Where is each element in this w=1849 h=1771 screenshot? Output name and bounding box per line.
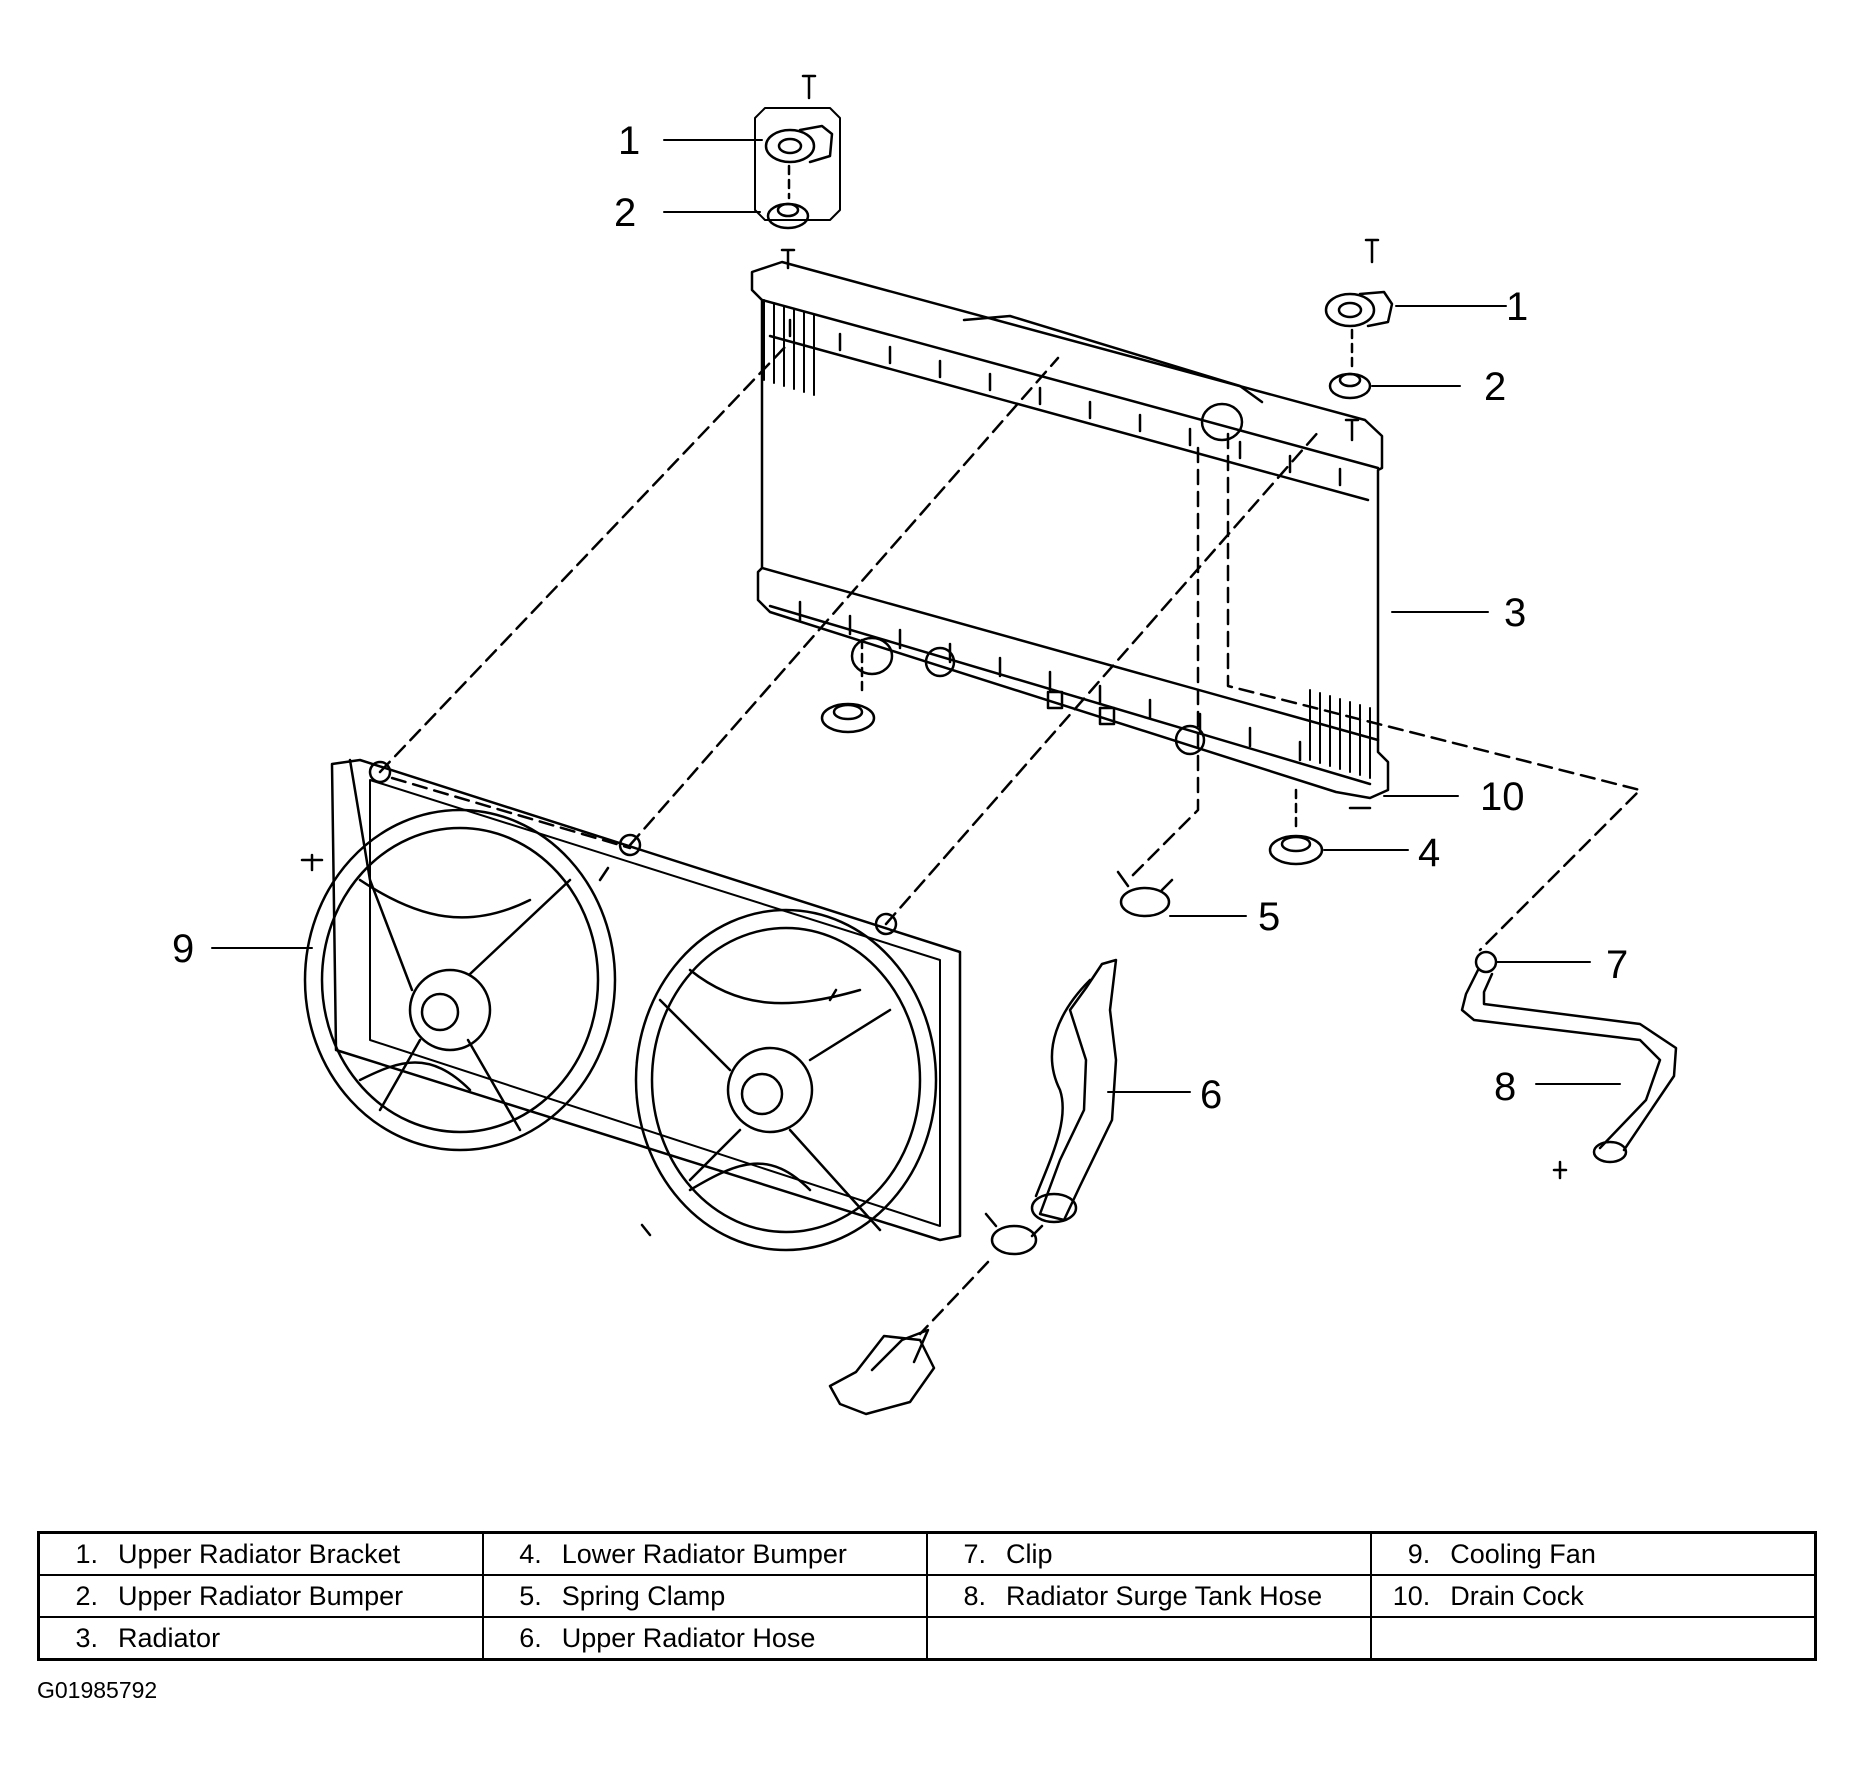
legend-cell-empty <box>925 1616 1373 1661</box>
legend-cell: 10. Drain Cock <box>1370 1574 1817 1618</box>
figure-id: G01985792 <box>37 1677 158 1703</box>
legend-label: Upper Radiator Hose <box>561 1622 816 1653</box>
legend-cell-empty <box>1370 1616 1817 1661</box>
radiator <box>750 260 1390 810</box>
parts-legend-table: 1. Upper Radiator Bracket 4. Lower Radiato… <box>37 1531 1817 1661</box>
legend-number: 5. <box>519 1580 542 1611</box>
legend-label: Clip <box>1006 1538 1053 1569</box>
callout-9: 9 <box>172 927 194 971</box>
callout-1-right: 1 <box>1506 285 1528 329</box>
legend-cell: 5. Spring Clamp <box>481 1574 929 1618</box>
callout-2-right: 2 <box>1484 365 1506 409</box>
legend-number: 3. <box>75 1622 98 1653</box>
callout-10: 10 <box>1480 775 1525 819</box>
upper-bracket-right <box>1324 238 1394 442</box>
callout-5: 5 <box>1258 895 1280 939</box>
legend-number: 7. <box>963 1538 986 1569</box>
radiator-exploded-diagram: 1 2 1 2 3 10 4 5 6 7 8 9 <box>172 74 1678 1416</box>
leader-lines <box>211 139 1621 1093</box>
legend-cell: 9. Cooling Fan <box>1370 1531 1817 1576</box>
legend-label: Upper Radiator Bracket <box>118 1538 401 1569</box>
legend-cell: 4. Lower Radiator Bumper <box>481 1531 929 1576</box>
legend-number: 2. <box>75 1580 98 1611</box>
legend-row: 2. Upper Radiator Bumper 5. Spring Clamp 8… <box>37 1574 1817 1618</box>
legend-label: Drain Cock <box>1450 1580 1584 1611</box>
callout-4: 4 <box>1418 831 1440 875</box>
legend-row: 3. Radiator 6. Upper Radiator Hose <box>37 1616 1817 1661</box>
legend-label: Upper Radiator Bumper <box>118 1580 404 1611</box>
legend-cell: 6. Upper Radiator Hose <box>481 1616 929 1661</box>
upper-hose-assembly <box>828 446 1200 1416</box>
legend-number: 9. <box>1407 1538 1431 1569</box>
cooling-fan-assembly <box>300 344 1322 1252</box>
callout-6: 6 <box>1200 1073 1222 1117</box>
upper-bracket-left <box>754 74 841 270</box>
legend-number: 4. <box>519 1538 542 1569</box>
legend-cell: 3. Radiator <box>37 1616 484 1661</box>
legend-number: 1. <box>75 1538 98 1569</box>
callout-7: 7 <box>1606 943 1628 987</box>
callout-8: 8 <box>1494 1065 1516 1109</box>
legend-cell: 2. Upper Radiator Bumper <box>37 1574 484 1618</box>
legend-number: 6. <box>519 1622 542 1653</box>
legend-cell: 1. Upper Radiator Bracket <box>37 1531 484 1576</box>
legend-cell: 8. Radiator Surge Tank Hose <box>925 1574 1373 1618</box>
callout-1-left: 1 <box>618 119 640 163</box>
legend-row: 1. Upper Radiator Bracket 4. Lower Radiato… <box>37 1531 1817 1576</box>
legend-label: Lower Radiator Bumper <box>561 1538 847 1569</box>
legend-label: Radiator Surge Tank Hose <box>1006 1580 1323 1611</box>
legend-label: Radiator <box>118 1622 221 1653</box>
callout-3: 3 <box>1504 591 1526 635</box>
legend-cell: 7. Clip <box>925 1531 1373 1576</box>
legend-label: Cooling Fan <box>1450 1538 1596 1569</box>
legend-label: Spring Clamp <box>561 1580 726 1611</box>
legend-number: 8. <box>963 1580 986 1611</box>
lower-bumpers <box>820 638 1324 866</box>
callout-2-left: 2 <box>614 191 636 235</box>
legend-number: 10. <box>1392 1580 1431 1611</box>
